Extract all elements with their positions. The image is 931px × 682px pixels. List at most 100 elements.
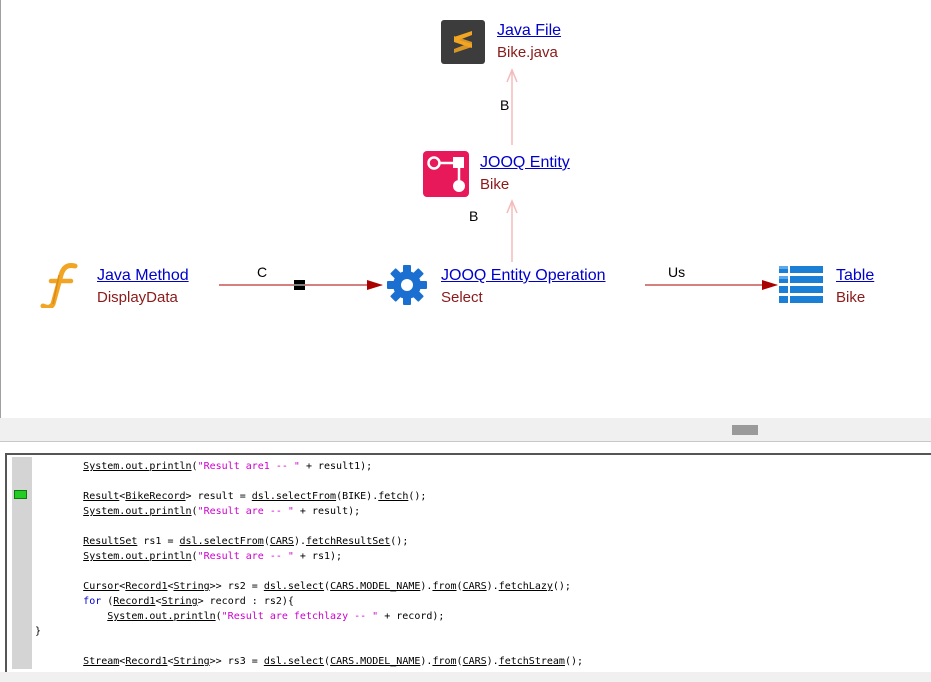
code-token: ( bbox=[324, 656, 331, 667]
code-token: String bbox=[161, 596, 198, 607]
code-token: > result = bbox=[185, 491, 252, 502]
node-table[interactable]: Table Bike bbox=[779, 264, 899, 308]
code-token: ( bbox=[191, 461, 198, 472]
code-token: Cursor bbox=[83, 581, 120, 592]
node-jooq-entity-operation[interactable]: JOOQ Entity Operation Select bbox=[386, 264, 626, 308]
code-token: ( bbox=[215, 611, 222, 622]
node-java-file[interactable]: Java File Bike.java bbox=[441, 20, 581, 64]
code-token: ). bbox=[486, 656, 499, 667]
table-icon bbox=[779, 266, 823, 303]
code-token: Record1 bbox=[125, 581, 168, 592]
node-jooq-entity-title[interactable]: JOOQ Entity bbox=[480, 154, 570, 171]
code-token: >> rs3 = bbox=[209, 656, 264, 667]
node-java-file-title[interactable]: Java File bbox=[497, 22, 562, 39]
node-java-method-subtitle: DisplayData bbox=[97, 289, 178, 306]
code-indent bbox=[35, 611, 107, 622]
code-token: ResultSet bbox=[83, 536, 138, 547]
code-indent bbox=[35, 581, 83, 592]
code-token: for bbox=[83, 596, 102, 607]
code-token: ( bbox=[456, 581, 463, 592]
editor-gutter bbox=[12, 457, 32, 669]
code-token: (BIKE). bbox=[336, 491, 379, 502]
code-token: rs1 = bbox=[137, 536, 180, 547]
code-token: CARS bbox=[462, 581, 487, 592]
code-token: ( bbox=[191, 551, 198, 562]
code-token: CARS.MODEL_NAME bbox=[330, 656, 421, 667]
edge-label-entity-to-file: B bbox=[500, 97, 510, 113]
code-token: (); bbox=[564, 656, 583, 667]
code-token: > record : rs2){ bbox=[197, 596, 294, 607]
node-jooq-entity-operation-subtitle: Select bbox=[441, 289, 483, 306]
code-editor[interactable]: System.out.println("Result are1 -- " + r… bbox=[5, 453, 931, 682]
code-token: >> rs2 = bbox=[209, 581, 264, 592]
function-icon bbox=[40, 263, 78, 308]
code-line[interactable]: System.out.println("Result are fetchlazy… bbox=[35, 609, 444, 624]
code-line[interactable]: ResultSet rs1 = dsl.selectFrom(CARS).fet… bbox=[35, 534, 408, 549]
diagram-canvas[interactable]: Java File Bike.java B JOOQ Entity Bike B… bbox=[0, 0, 931, 418]
code-token: (); bbox=[408, 491, 427, 502]
node-table-subtitle: Bike bbox=[836, 289, 866, 306]
node-table-title[interactable]: Table bbox=[836, 267, 875, 284]
code-token: + result); bbox=[293, 506, 361, 517]
gear-icon bbox=[387, 265, 427, 305]
code-line[interactable]: Stream<Record1<String>> rs3 = dsl.select… bbox=[35, 654, 583, 669]
code-line[interactable]: Cursor<Record1<String>> rs2 = dsl.select… bbox=[35, 579, 571, 594]
code-token: dsl.select bbox=[263, 581, 325, 592]
code-token: CARS.MODEL_NAME bbox=[330, 581, 421, 592]
code-indent bbox=[35, 506, 83, 517]
code-indent bbox=[35, 536, 83, 547]
node-java-method[interactable]: Java Method DisplayData bbox=[39, 262, 209, 308]
code-line[interactable]: System.out.println("Result are1 -- " + r… bbox=[35, 459, 372, 474]
code-token: < bbox=[167, 581, 174, 592]
node-jooq-entity-subtitle: Bike bbox=[480, 176, 510, 193]
bottom-scrollbar[interactable] bbox=[0, 672, 931, 682]
code-token: from bbox=[432, 581, 457, 592]
scrollbar-thumb[interactable] bbox=[732, 425, 758, 435]
code-token: ). bbox=[293, 536, 306, 547]
code-indent bbox=[35, 656, 83, 667]
code-indent bbox=[35, 461, 83, 472]
code-token: "Result are -- " bbox=[197, 551, 294, 562]
edge-label-operation-to-entity: B bbox=[469, 208, 479, 224]
code-line[interactable]: } bbox=[35, 624, 41, 639]
code-token: dsl.selectFrom bbox=[251, 491, 337, 502]
node-java-file-subtitle: Bike.java bbox=[497, 44, 558, 61]
code-token: (); bbox=[390, 536, 409, 547]
code-token: + rs1); bbox=[293, 551, 343, 562]
horizontal-scrollbar[interactable] bbox=[0, 418, 931, 442]
code-token: ). bbox=[486, 581, 499, 592]
code-token: ( bbox=[101, 596, 114, 607]
node-java-method-title[interactable]: Java Method bbox=[97, 267, 189, 284]
code-token: dsl.selectFrom bbox=[179, 536, 264, 547]
code-line[interactable]: System.out.println("Result are -- " + rs… bbox=[35, 549, 342, 564]
code-token: fetch bbox=[378, 491, 409, 502]
code-token: CARS bbox=[462, 656, 487, 667]
code-token: fetchStream bbox=[498, 656, 565, 667]
code-token: "Result are fetchlazy -- " bbox=[221, 611, 379, 622]
splitter[interactable] bbox=[0, 442, 931, 453]
edge-label-method-to-operation: C bbox=[257, 264, 268, 280]
code-token: System.out.println bbox=[83, 551, 192, 562]
code-token: < bbox=[119, 581, 126, 592]
code-token: fetchLazy bbox=[498, 581, 553, 592]
code-token: ( bbox=[324, 581, 331, 592]
sublime-file-icon bbox=[441, 20, 485, 64]
code-line[interactable]: System.out.println("Result are -- " + re… bbox=[35, 504, 360, 519]
code-token: Stream bbox=[83, 656, 120, 667]
code-token: from bbox=[432, 656, 457, 667]
code-token: ). bbox=[420, 656, 433, 667]
code-line[interactable]: for (Record1<String> record : rs2){ bbox=[35, 594, 294, 609]
code-line[interactable]: Result<BikeRecord> result = dsl.selectFr… bbox=[35, 489, 426, 504]
edge-operation-to-entity-arrowhead bbox=[506, 199, 518, 214]
line-highlight-marker[interactable] bbox=[14, 490, 27, 499]
code-token: (); bbox=[552, 581, 571, 592]
code-token: Result bbox=[83, 491, 120, 502]
code-token: System.out.println bbox=[107, 611, 216, 622]
node-jooq-entity-operation-title[interactable]: JOOQ Entity Operation bbox=[441, 267, 606, 284]
code-indent bbox=[35, 596, 83, 607]
diagram-edges bbox=[219, 68, 778, 290]
code-token: fetchResultSet bbox=[305, 536, 391, 547]
code-token: < bbox=[119, 491, 126, 502]
node-jooq-entity[interactable]: JOOQ Entity Bike bbox=[423, 151, 593, 197]
code-token: < bbox=[167, 656, 174, 667]
